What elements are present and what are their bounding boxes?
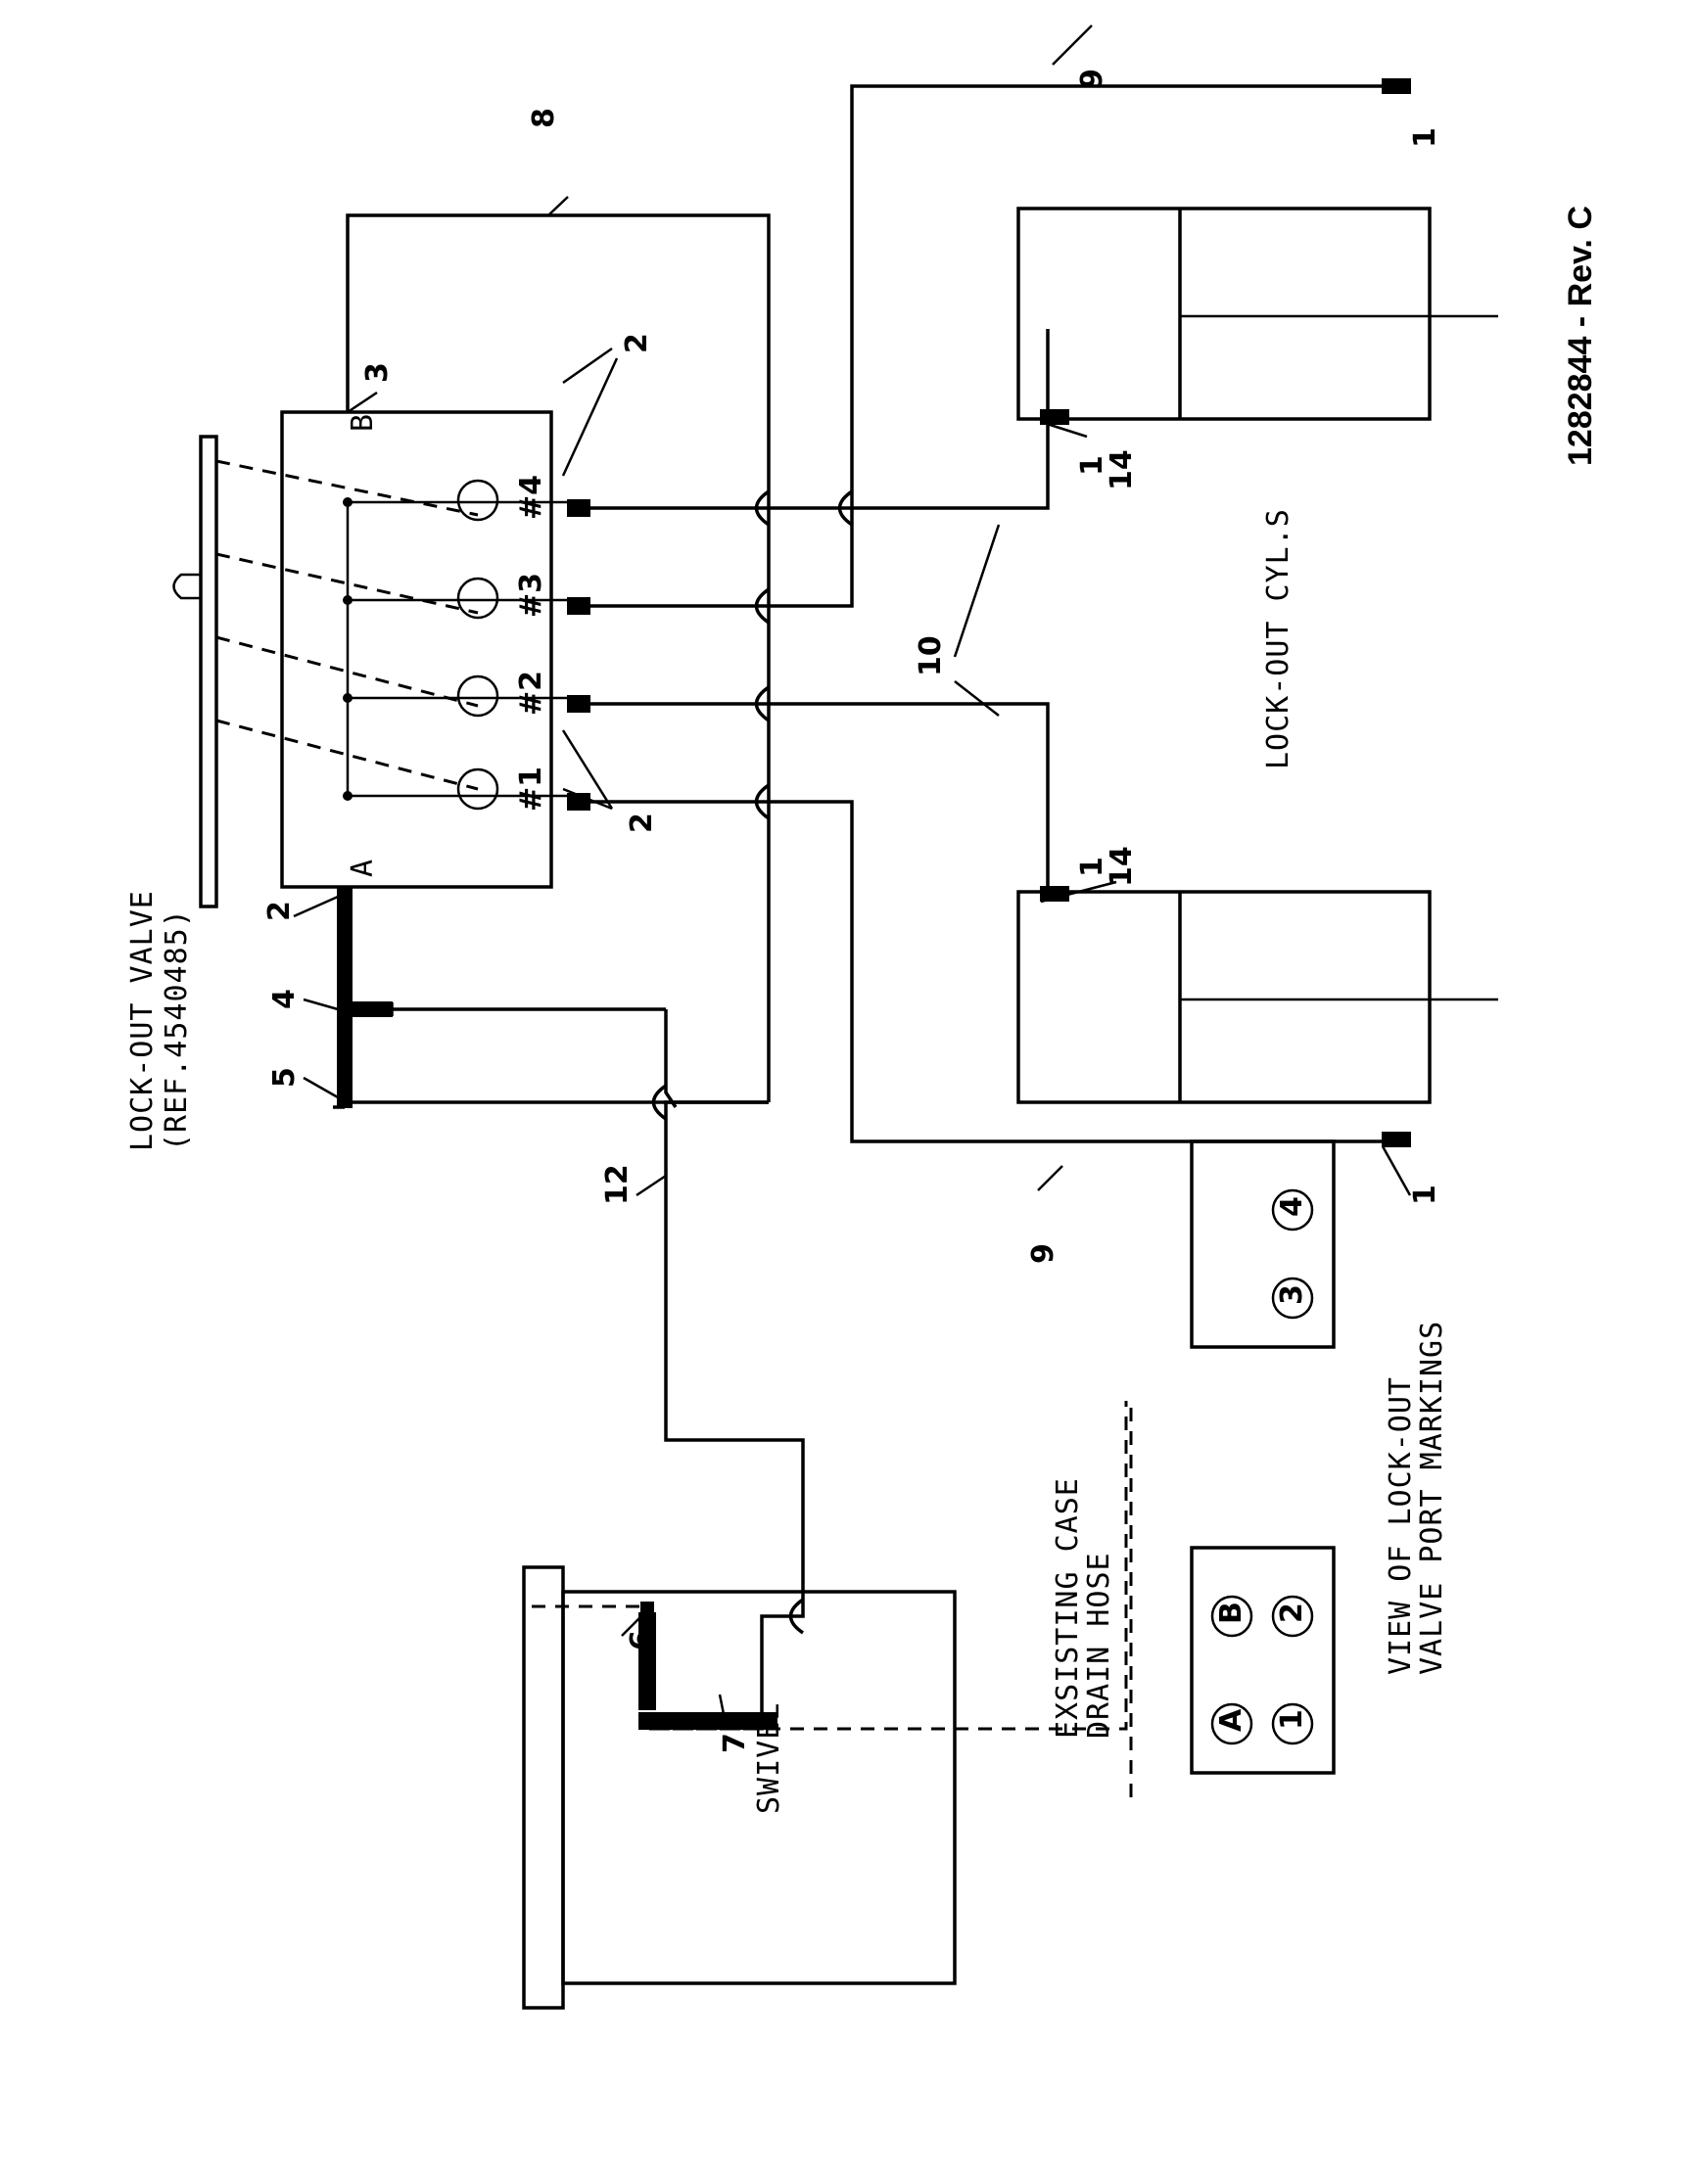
callout-2-bottom: 2 [625, 813, 659, 833]
tee-stem [337, 1001, 393, 1017]
lockout-valve-body [280, 410, 553, 889]
callout-8: 8 [527, 108, 561, 128]
valve-linkages [215, 459, 479, 791]
callout-12: 12 [600, 1164, 635, 1205]
callout-5: 5 [267, 1067, 302, 1088]
port-markings-box-left [1190, 1546, 1336, 1775]
callout-2-porta: 2 [262, 901, 297, 921]
port-view-label-2: VALVE PORT MARKINGS [1415, 1321, 1449, 1675]
lockout-valve-title: LOCK-OUT VALVE [125, 890, 160, 1151]
callout-leaders [293, 24, 1412, 1720]
callout-2-top: 2 [620, 333, 654, 353]
callout-1-cyl-left: 1 [1075, 857, 1109, 877]
line-crossovers [651, 489, 854, 1635]
port-label-a: A [346, 859, 380, 877]
port-label-3: #3 [514, 573, 548, 618]
callout-6: 6 [625, 1630, 659, 1650]
check-valves [343, 479, 578, 811]
port-label-2: #2 [514, 671, 548, 716]
callout-7: 7 [718, 1733, 752, 1753]
lockout-cylinder-left [1016, 886, 1498, 1147]
callout-1-top: 1 [1408, 127, 1442, 148]
port-label-b: B [346, 413, 380, 432]
drain-hose-label-1: EXSISTING CASE [1051, 1477, 1085, 1739]
callout-10: 10 [914, 635, 948, 676]
marking-2: 2 [1275, 1603, 1309, 1623]
callout-3: 3 [360, 362, 395, 383]
hydraulic-lines [345, 84, 1390, 1729]
callout-1-cyl-right: 1 [1075, 455, 1109, 476]
drain-hose-label-2: DRAIN HOSE [1082, 1552, 1116, 1739]
marking-b: B [1214, 1602, 1248, 1624]
lockout-cylinder-right [1016, 78, 1498, 425]
valve-actuator-handle [172, 573, 201, 600]
callout-9-bottom: 9 [1026, 1243, 1060, 1264]
callout-1-bottom: 1 [1408, 1185, 1442, 1205]
callout-14-right: 14 [1105, 449, 1139, 490]
port-markings-box-right [1190, 1139, 1336, 1349]
lockout-valve-ref: (REF.4540485) [160, 908, 194, 1151]
port-a-fitting [337, 886, 353, 1108]
swivel-flange [522, 1565, 565, 2010]
callout-9-top: 9 [1075, 69, 1109, 89]
port-fittings [567, 499, 590, 811]
callout-14-left: 14 [1105, 846, 1139, 887]
marking-1: 1 [1275, 1709, 1309, 1730]
marking-4: 4 [1275, 1196, 1309, 1217]
marking-3: 3 [1275, 1284, 1309, 1305]
marking-a: A [1214, 1708, 1248, 1732]
port-label-4: #4 [514, 475, 548, 520]
port-view-label-1: VIEW OF LOCK-OUT [1384, 1376, 1418, 1675]
lockout-cylinders-title: LOCK-OUT CYL.S [1261, 508, 1295, 769]
callout-4: 4 [267, 989, 302, 1009]
valve-actuator-bar [199, 435, 218, 908]
drawing-number: 1282844 - Rev. C [1562, 206, 1599, 466]
port-label-1: #1 [514, 767, 548, 812]
